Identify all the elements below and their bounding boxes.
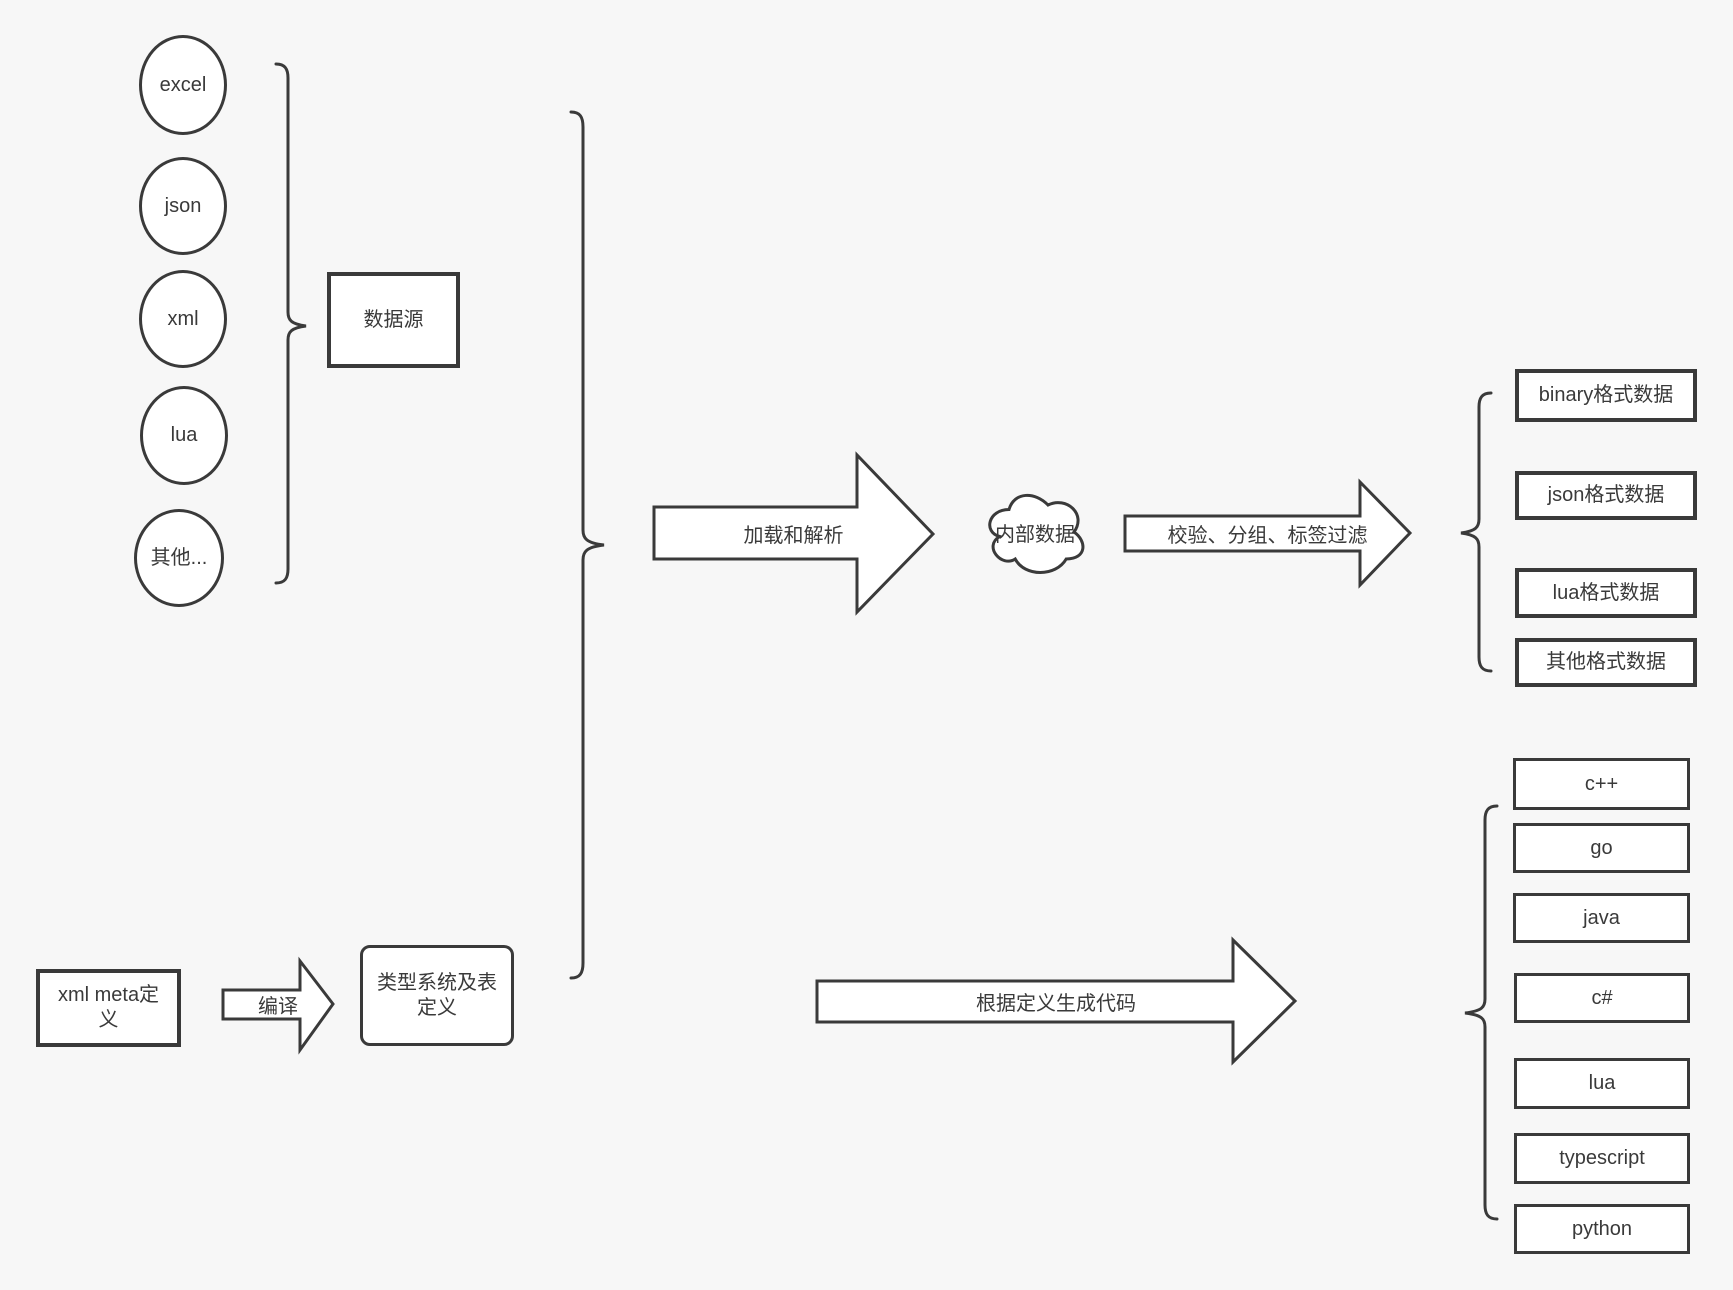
source-node-lua: lua xyxy=(140,386,228,485)
format-box-lua-label: lua格式数据 xyxy=(1552,581,1660,604)
type-system-box: 类型系统及表定义 xyxy=(360,945,514,1046)
internal-data-cloud xyxy=(988,493,1085,574)
format-box-other-label: 其他格式数据 xyxy=(1546,651,1666,673)
type-system-box-label: 类型系统及表定义 xyxy=(377,971,497,1019)
xml-meta-box-label: xml meta定义 xyxy=(57,984,160,1031)
source-node-other-label: 其他... xyxy=(150,546,208,569)
format-box-other: 其他格式数据 xyxy=(1515,638,1697,687)
sources-brace xyxy=(274,62,307,585)
lang-box-python: python xyxy=(1514,1204,1690,1254)
lang-box-java-label: java xyxy=(1583,906,1620,929)
source-node-excel-label: excel xyxy=(159,73,207,96)
data-source-box: 数据源 xyxy=(327,272,460,368)
format-box-json: json格式数据 xyxy=(1515,471,1697,520)
source-node-json-label: json xyxy=(164,194,202,217)
filter-arrow xyxy=(1123,478,1413,589)
format-box-binary-label: binary格式数据 xyxy=(1538,384,1674,406)
format-box-json-label: json格式数据 xyxy=(1547,484,1665,506)
format-box-lua: lua格式数据 xyxy=(1515,568,1697,618)
source-node-xml: xml xyxy=(139,270,227,368)
lang-box-go: go xyxy=(1513,823,1690,873)
compile-arrow xyxy=(221,956,335,1055)
pipeline-input-brace xyxy=(569,110,605,980)
source-node-excel: excel xyxy=(139,35,227,135)
format-box-binary: binary格式数据 xyxy=(1515,369,1697,422)
generate-code-arrow xyxy=(815,936,1298,1066)
lang-box-typescript-label: typescript xyxy=(1559,1147,1645,1169)
source-node-json: json xyxy=(139,157,227,255)
xml-meta-box: xml meta定义 xyxy=(36,969,181,1047)
data-source-box-label: 数据源 xyxy=(363,308,424,331)
lang-box-go-label: go xyxy=(1590,836,1613,859)
load-parse-arrow xyxy=(652,451,936,616)
lang-box-lua-label: lua xyxy=(1588,1072,1616,1094)
lang-box-cpp: c++ xyxy=(1513,758,1690,810)
source-node-xml-label: xml xyxy=(167,307,199,330)
lang-box-python-label: python xyxy=(1571,1217,1633,1240)
lang-box-typescript: typescript xyxy=(1514,1133,1690,1184)
lang-box-csharp-label: c# xyxy=(1591,986,1613,1009)
lang-box-java: java xyxy=(1513,893,1690,943)
source-node-other: 其他... xyxy=(134,509,224,607)
source-node-lua-label: lua xyxy=(170,424,198,446)
languages-brace xyxy=(1464,804,1499,1221)
lang-box-cpp-label: c++ xyxy=(1584,772,1619,795)
lang-box-lua: lua xyxy=(1514,1058,1690,1109)
data-formats-brace xyxy=(1460,391,1493,673)
lang-box-csharp: c# xyxy=(1514,973,1690,1023)
